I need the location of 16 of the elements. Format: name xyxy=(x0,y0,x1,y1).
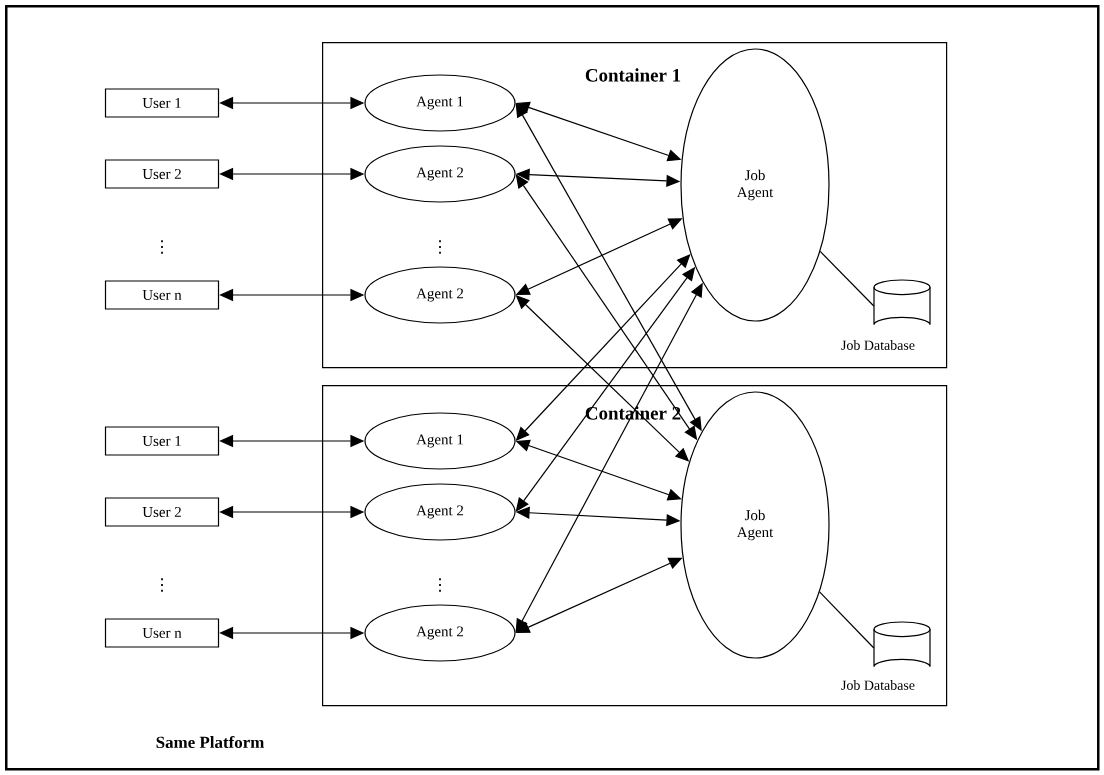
user-box: User 2 xyxy=(104,159,220,189)
user-box: User n xyxy=(104,280,220,310)
user-box: User 1 xyxy=(104,88,220,118)
user-box: User 1 xyxy=(104,426,220,456)
user-box: User 2 xyxy=(104,497,220,527)
ellipsis-dots: ⋮ xyxy=(439,240,441,254)
connector-line xyxy=(819,250,875,307)
connector-line xyxy=(819,591,875,649)
ellipsis-dots: ⋮ xyxy=(161,578,163,592)
database-label: Job Database xyxy=(841,680,915,690)
database-cylinder xyxy=(873,621,931,668)
database-cylinder xyxy=(873,279,931,326)
database-label: Job Database xyxy=(841,340,915,350)
ellipsis-dots: ⋮ xyxy=(161,240,163,254)
ellipsis-dots: ⋮ xyxy=(439,578,441,592)
user-box: User n xyxy=(104,618,220,648)
